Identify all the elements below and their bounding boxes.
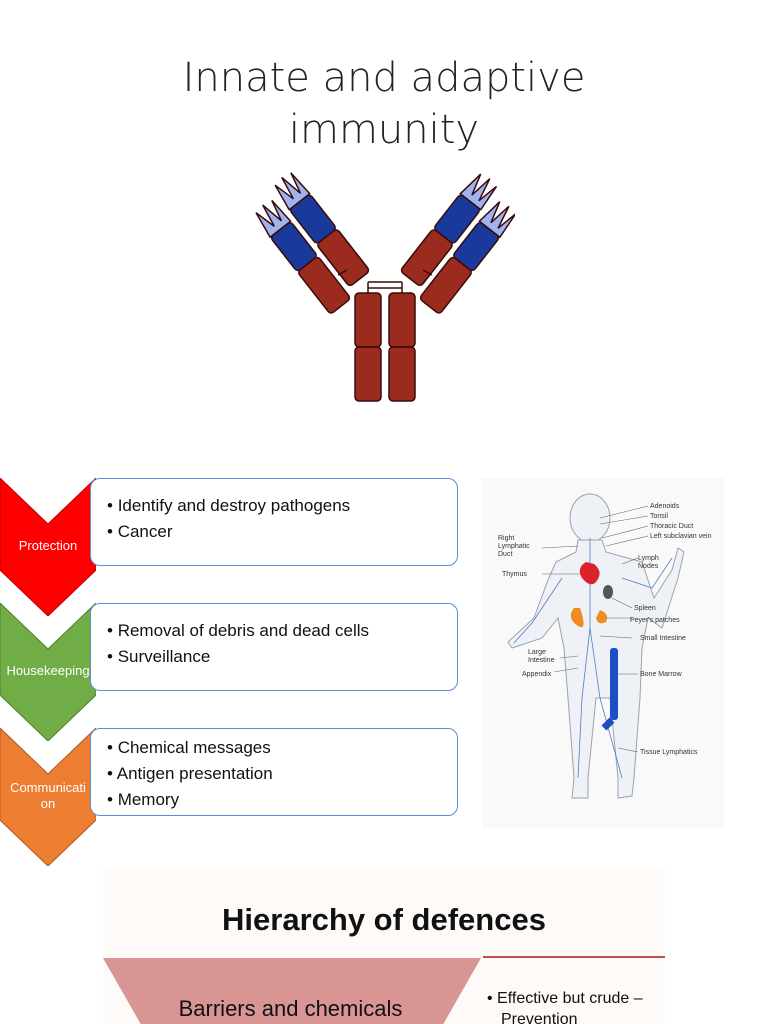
title-line-2: immunity [288,107,480,153]
label-left-subclavian: Left subclavian vein [650,533,712,540]
hierarchy-divider [483,956,665,958]
label-large-intestine-1: Large [528,649,546,656]
list-item: Removal of debris and dead cells [107,618,457,644]
label-right-lymphatic-3: Duct [498,551,512,558]
antibody-illustration [255,172,515,402]
communication-label-line-2: on [40,796,56,811]
list-item: Cancer [107,519,457,545]
function-row-housekeeping: Housekeeping Removal of debris and dead … [0,603,470,743]
label-lymph-nodes-1: Lymph [638,555,659,562]
label-spleen: Spleen [634,605,656,612]
label-right-lymphatic-2: Lymphatic [498,543,530,550]
list-item: Identify and destroy pathogens [107,493,457,519]
label-right-lymphatic-1: Right [498,535,514,542]
title-line-1: Innate and adaptive [182,55,586,101]
communication-box: Chemical messages Antigen presentation M… [90,728,458,816]
protection-chevron [0,478,96,616]
list-item: Surveillance [107,644,457,670]
function-row-protection: Protection Identify and destroy pathogen… [0,478,470,618]
hierarchy-slide: Hierarchy of defences Barriers and chemi… [103,868,665,1024]
page-title: Innate and adaptive immunity [0,52,768,156]
hierarchy-bullet-line-2: Prevention [501,1011,578,1024]
label-tonsil: Tonsil [650,513,668,520]
label-bone-marrow: Bone Marrow [640,671,683,678]
label-thoracic-duct: Thoracic Duct [650,523,693,530]
list-item: Antigen presentation [107,761,457,787]
housekeeping-chevron [0,603,96,741]
hierarchy-bullet-line-1: • Effective but crude – [487,990,643,1007]
list-item: Memory [107,787,457,813]
hierarchy-level-1-shape [103,958,481,1024]
label-tissue-lymphatics: Tissue Lymphatics [640,749,698,756]
label-small-intestine: Small Intestine [640,635,686,642]
communication-label: Communicati on [0,780,96,812]
label-appendix: Appendix [522,671,552,678]
label-large-intestine-2: Intestine [528,657,555,664]
hierarchy-level-1-label: Barriers and chemicals [178,996,403,1021]
list-item: Chemical messages [107,735,457,761]
label-adenoids: Adenoids [650,503,680,510]
function-row-communication: Communicati on Chemical messages Antigen… [0,728,470,868]
label-peyers-patches: Peyer's patches [630,617,680,624]
protection-box: Identify and destroy pathogens Cancer [90,478,458,566]
lymphatic-system-illustration: Adenoids Tonsil Thoracic Duct Left subcl… [482,478,724,828]
label-lymph-nodes-2: Nodes [638,563,659,570]
hierarchy-bullet: • Effective but crude – Prevention [487,988,665,1024]
label-thymus: Thymus [502,571,527,578]
communication-chevron [0,728,96,866]
housekeeping-label: Housekeeping [6,663,90,678]
hierarchy-title: Hierarchy of defences [222,902,546,937]
housekeeping-box: Removal of debris and dead cells Surveil… [90,603,458,691]
protection-label: Protection [18,538,78,553]
communication-label-line-1: Communicati [10,780,86,795]
